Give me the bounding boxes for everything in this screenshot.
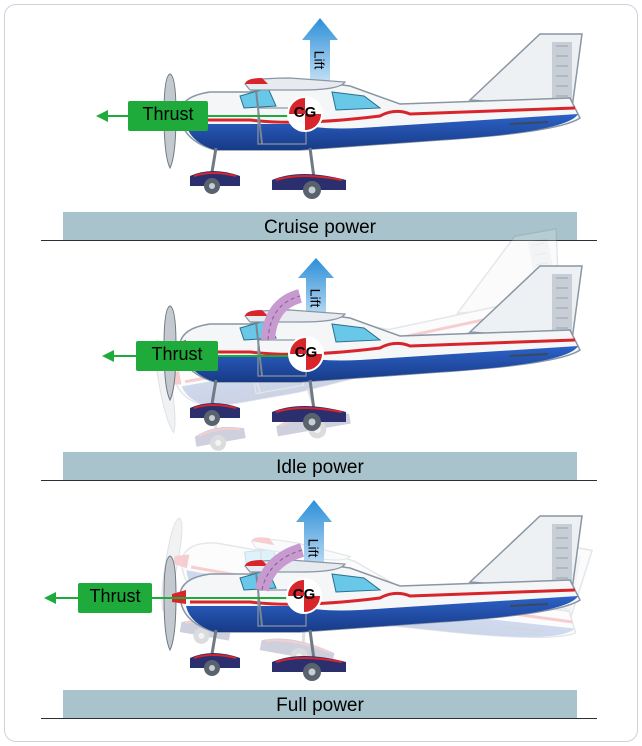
lift-label: Lift (305, 538, 321, 558)
lift-label: Lift (311, 50, 327, 70)
lift-label: Lift (307, 288, 323, 308)
cg-label: CG (293, 104, 317, 121)
ground-line (41, 718, 597, 719)
airplane-idle (162, 264, 584, 433)
ground-line (41, 240, 597, 241)
panel-cruise: Thrust Lift CG Cruise power (0, 0, 642, 244)
cg-symbol (286, 578, 322, 614)
panel-caption: Full power (276, 695, 364, 716)
cg-label: CG (294, 344, 318, 361)
panel-idle: Thrust Lift CG Idle power (0, 227, 642, 488)
cg-symbol (288, 336, 324, 372)
ground-band (63, 452, 577, 480)
lift-arrow (302, 18, 338, 96)
panel-caption: Cruise power (264, 217, 376, 238)
panel-full: Thrust Lift CG Full power (0, 476, 642, 746)
thrust-arrow (102, 341, 218, 371)
panel-caption: Idle power (276, 457, 364, 478)
ground-band (63, 690, 577, 718)
cg-label: CG (292, 586, 316, 603)
thrust-arrow (96, 101, 208, 131)
ground-line (41, 480, 597, 481)
thrust-label: Thrust (151, 344, 203, 364)
cg-symbol (287, 96, 323, 132)
thrust-arrow (44, 583, 152, 613)
thrust-label: Thrust (89, 586, 141, 606)
ground-band (63, 212, 577, 240)
thrust-label: Thrust (142, 104, 194, 124)
